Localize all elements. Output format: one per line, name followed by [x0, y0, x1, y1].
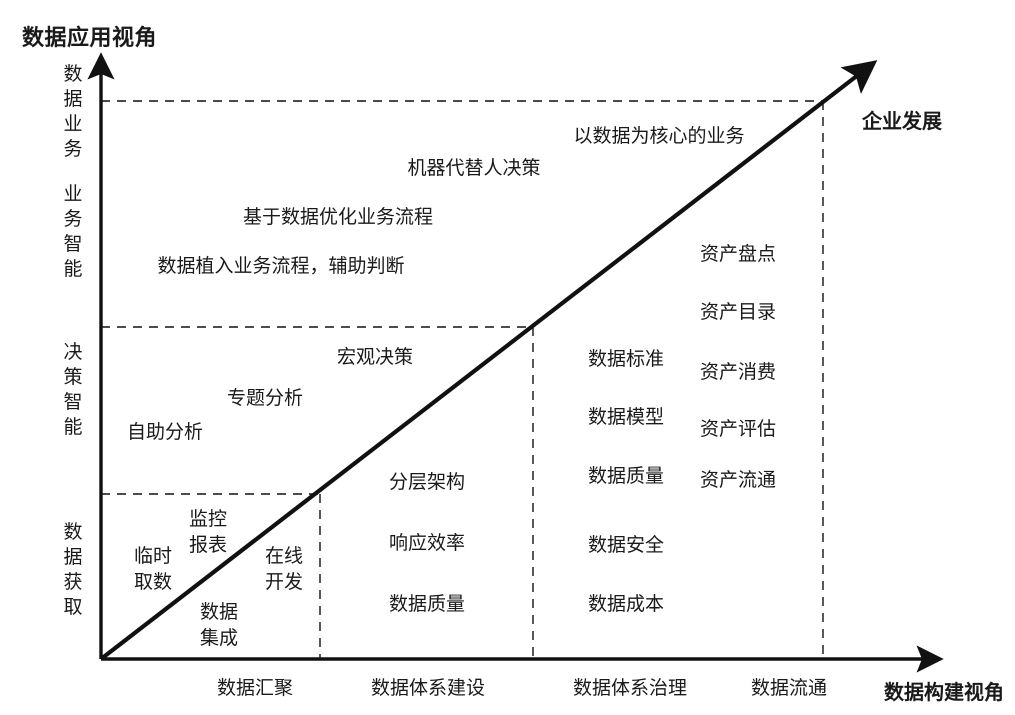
item-data-security: 数据安全 — [587, 535, 665, 556]
item-self-service-analysis: 自助分析 — [126, 422, 204, 443]
item-data-centric-business: 以数据为核心的业务 — [573, 126, 745, 147]
item-data-integration-line1: 数据 — [199, 602, 239, 623]
item-layered-architecture: 分层架构 — [388, 472, 466, 493]
item-online-development-line2: 开发 — [264, 572, 304, 593]
item-response-efficiency: 响应效率 — [388, 533, 466, 554]
item-data-standard: 数据标准 — [587, 349, 665, 370]
item-data-model: 数据模型 — [587, 407, 665, 428]
y-axis-level-decision-intelligence: 决策智能 — [63, 342, 83, 438]
item-machine-replaces-human-decision: 机器代替人决策 — [407, 158, 541, 179]
growth-arrow-label: 企业发展 — [862, 111, 942, 133]
x-axis-category-data-circulation: 数据流通 — [750, 678, 828, 699]
item-data-quality-governance: 数据质量 — [587, 466, 665, 487]
y-axis-level-business-intelligence: 业务智能 — [63, 184, 83, 280]
item-data-quality-construction: 数据质量 — [388, 594, 466, 615]
x-axis-title: 数据构建视角 — [884, 682, 1004, 704]
item-asset-evaluation: 资产评估 — [699, 419, 777, 440]
x-axis-category-data-aggregation: 数据汇聚 — [216, 678, 294, 699]
item-asset-inventory: 资产盘点 — [699, 244, 777, 265]
item-macro-decision: 宏观决策 — [336, 347, 414, 368]
y-axis-level-data-business: 数据业务 — [63, 64, 83, 160]
item-data-cost: 数据成本 — [587, 594, 665, 615]
item-monitoring-line2: 报表 — [188, 535, 228, 556]
x-axis-category-system-construction: 数据体系建设 — [370, 678, 486, 699]
y-axis-level-data-acquisition: 数据获取 — [63, 522, 83, 618]
item-asset-consumption: 资产消费 — [699, 362, 777, 383]
item-monitoring-line1: 监控 — [188, 509, 228, 530]
item-optimize-process-with-data: 基于数据优化业务流程 — [242, 207, 434, 228]
item-adhoc-query-line1: 临时 — [133, 546, 173, 567]
item-adhoc-query-line2: 取数 — [133, 572, 173, 593]
item-thematic-analysis: 专题分析 — [226, 388, 304, 409]
item-asset-circulation: 资产流通 — [699, 470, 777, 491]
item-asset-catalog: 资产目录 — [699, 302, 777, 323]
item-data-integration-line2: 集成 — [199, 628, 239, 649]
item-embed-data-into-process: 数据植入业务流程，辅助判断 — [157, 256, 405, 277]
page-title: 数据应用视角 — [22, 25, 158, 50]
item-online-development-line1: 在线 — [264, 546, 304, 567]
x-axis-category-system-governance: 数据体系治理 — [572, 678, 688, 699]
